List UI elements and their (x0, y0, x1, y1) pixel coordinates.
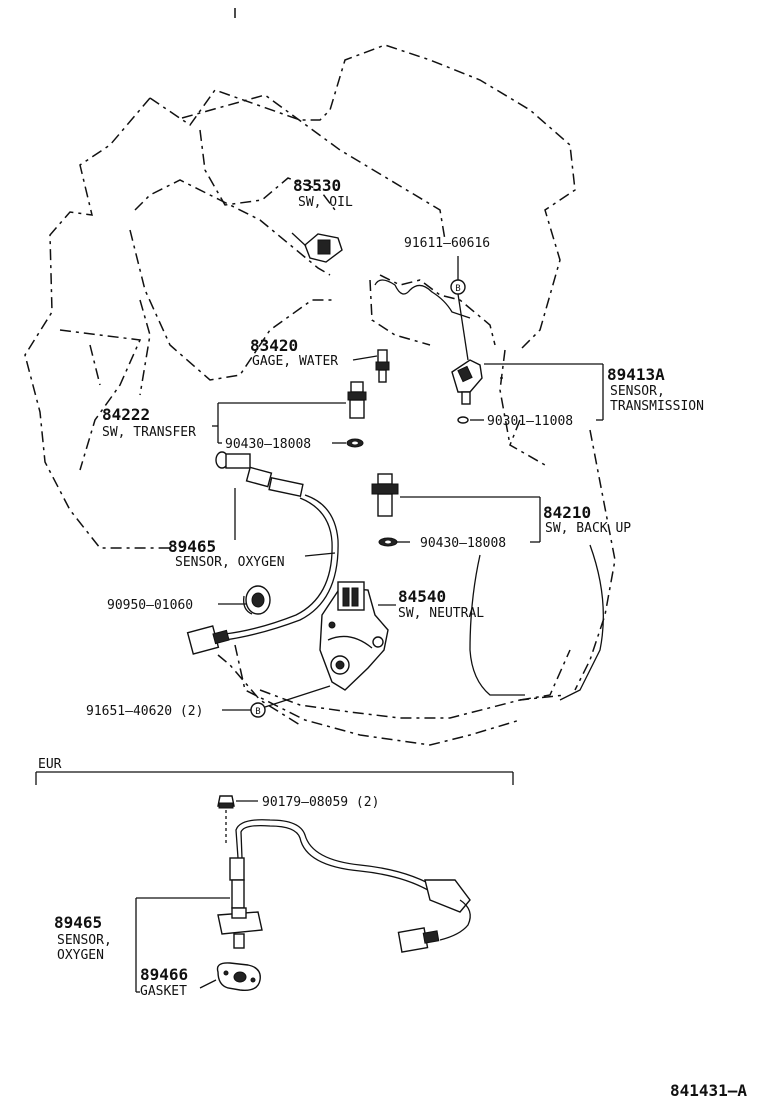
label-83530-name: SW, OIL (298, 195, 353, 210)
label-89465-name: SENSOR, OXYGEN (175, 555, 285, 570)
label-89413a-name1: SENSOR, (610, 384, 665, 399)
water-gage-icon[interactable] (375, 349, 390, 383)
bolt-b-lower-icon[interactable]: B (250, 702, 266, 718)
label-90430-b-number: 90430–18008 (420, 536, 506, 551)
label-83420-number: 83420 (250, 336, 298, 355)
label-90301-number: 90301–11008 (487, 414, 573, 429)
label-84210-number: 84210 (543, 503, 591, 522)
label-89465-eur-name1: SENSOR, (57, 933, 112, 948)
label-89465-eur-name2: OXYGEN (57, 948, 104, 963)
label-89465-number: 89465 (168, 537, 216, 556)
neutral-switch-icon[interactable] (319, 581, 389, 691)
backup-switch-icon[interactable] (371, 473, 399, 547)
bolt-b-upper-icon[interactable]: B (450, 256, 469, 361)
eur-gasket-icon[interactable] (216, 962, 261, 991)
eur-nut-icon[interactable] (217, 795, 235, 845)
label-90179-number: 90179–08059 (2) (262, 795, 379, 810)
eur-oxygen-sensor-icon[interactable] (217, 819, 471, 953)
label-89465-eur-number: 89465 (54, 913, 102, 932)
bolt-b-lower-marker: B (255, 707, 260, 717)
label-eur-section: EUR (38, 757, 62, 772)
oxygen-sensor-icon[interactable] (186, 451, 339, 655)
transmission-sensor-icon[interactable] (451, 359, 483, 424)
label-83420-name: GAGE, WATER (252, 354, 338, 369)
label-84540-number: 84540 (398, 587, 446, 606)
labels: 83530 SW, OIL 91611–60616 89413A SENSOR,… (38, 176, 747, 1100)
engine-outline (24, 8, 616, 746)
label-91651-number: 91651–40620 (2) (86, 704, 203, 719)
label-91611-number: 91611–60616 (404, 236, 490, 251)
oil-switch-icon[interactable] (291, 232, 343, 263)
label-84210-name: SW, BACK UP (545, 521, 631, 536)
transmission-outline (374, 279, 604, 701)
leader-lines (135, 355, 604, 993)
label-89413a-number: 89413A (607, 365, 665, 384)
label-83530-number: 83530 (293, 176, 341, 195)
label-84540-name: SW, NEUTRAL (398, 606, 484, 621)
label-89466-number: 89466 (140, 965, 188, 984)
transfer-switch-icon[interactable] (346, 381, 367, 448)
label-89413a-name2: TRANSMISSION (610, 399, 704, 414)
label-89466-name: GASKET (140, 984, 187, 999)
bolt-b-upper-marker: B (455, 284, 460, 294)
label-90950-number: 90950–01060 (107, 598, 193, 613)
figure-id: 841431–A (670, 1081, 747, 1100)
label-84222-number: 84222 (102, 405, 150, 424)
label-90430-a-number: 90430–18008 (225, 437, 311, 452)
grommet-icon[interactable] (243, 585, 271, 615)
label-84222-name: SW, TRANSFER (102, 425, 196, 440)
eur-bracket (35, 771, 514, 785)
